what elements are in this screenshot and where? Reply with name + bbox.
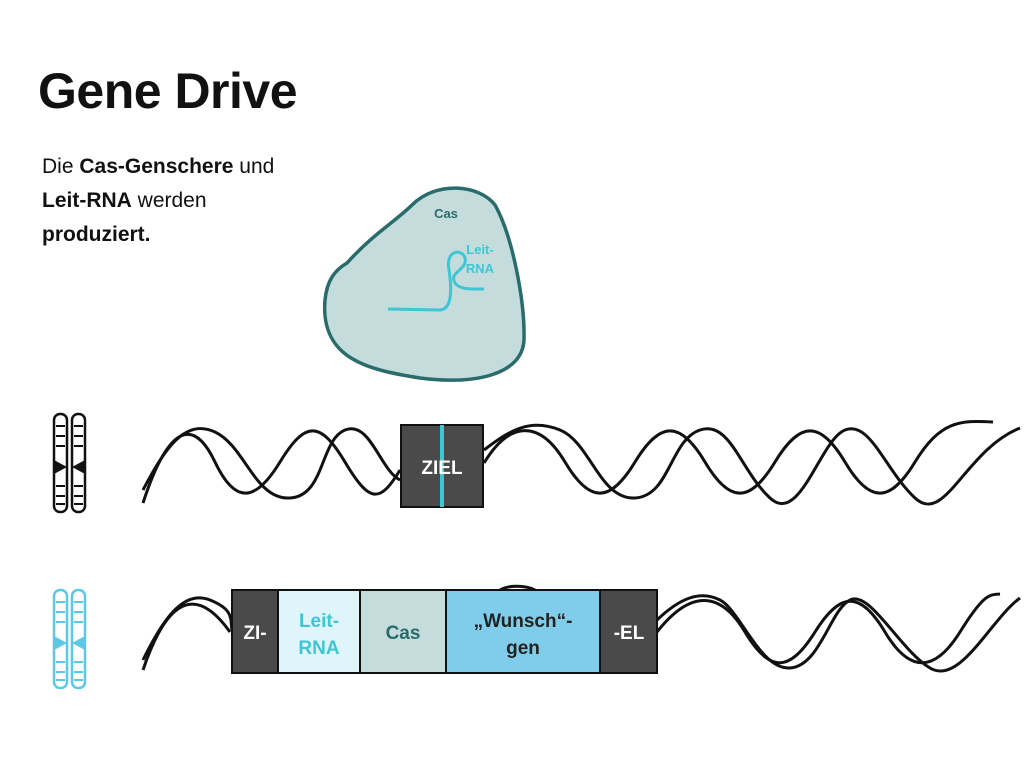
chromosome-icon-blue — [52, 588, 87, 690]
dna-wave-bottom-2 — [141, 594, 1021, 673]
dna-wave-top-1 — [141, 419, 994, 504]
segment-guide-rna-label-line2: RNA — [298, 638, 339, 659]
segment-cas-label: Cas — [386, 623, 421, 644]
segment-cas — [359, 589, 447, 674]
page-title: Gene Drive — [38, 63, 298, 119]
target-label: ZIEL — [421, 458, 463, 479]
segment-guide-rna — [277, 589, 361, 674]
segment-zi — [231, 589, 279, 674]
cas-label: Cas — [434, 206, 458, 221]
cas-protein: Cas Leit- RNA — [323, 186, 526, 382]
dna-wave-bottom-1 — [141, 592, 1001, 671]
dna-strand-top — [141, 419, 1021, 506]
target-site: ZIEL — [400, 424, 484, 508]
dna-wave-bottom-3 — [499, 584, 536, 592]
guide-rna-label-line1: Leit- — [466, 242, 493, 257]
guide-rna-label-line2: RNA — [466, 261, 495, 276]
description-text: Die Cas-Genschere und Leit-RNA werden pr… — [42, 155, 275, 246]
segment-wish-gene-label-line2: gen — [506, 638, 540, 659]
segment-wish-gene — [445, 589, 601, 674]
protein-body — [323, 186, 526, 382]
dna-strand-bottom — [141, 584, 1021, 673]
chromosome-icon-black — [52, 412, 87, 514]
gene-drive-cassette: ZI- Leit- RNA Cas „Wunsch“- gen -EL — [231, 589, 658, 674]
dna-wave-top-2 — [141, 423, 1021, 506]
segment-wish-gene-label-line1: „Wunsch“- — [474, 611, 573, 632]
segment-el-label: -EL — [614, 623, 645, 644]
segment-guide-rna-label-line1: Leit- — [299, 611, 339, 632]
segment-el — [599, 589, 658, 674]
segment-zi-label: ZI- — [243, 623, 266, 644]
guide-rna-strand — [387, 250, 485, 312]
